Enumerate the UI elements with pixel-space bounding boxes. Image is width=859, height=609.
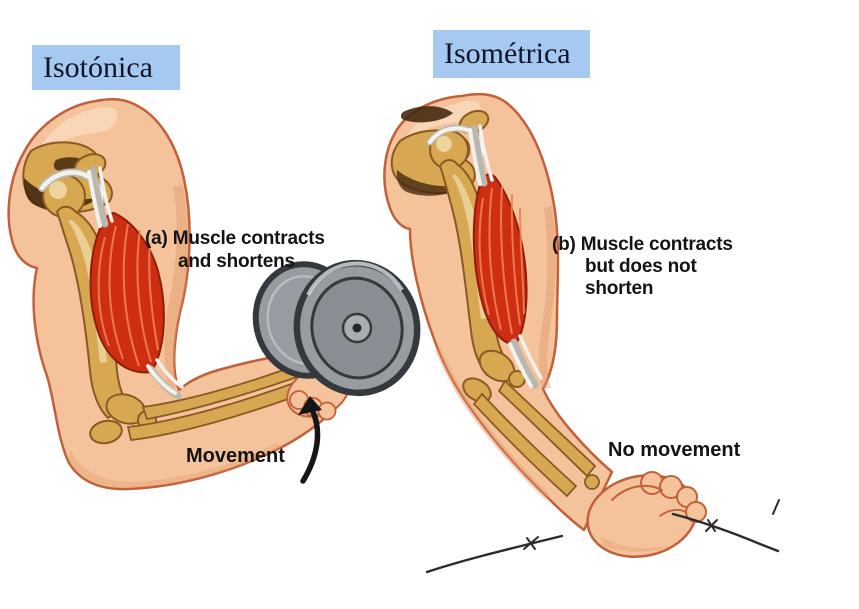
dumbbell (252, 259, 421, 397)
isotonic-skin-highlight (34, 106, 118, 158)
isometric-caption-line-1: (b) Muscle contracts (552, 234, 733, 255)
isometric-humeral-head-highlight (436, 136, 452, 152)
resistance-wire-left (425, 534, 564, 574)
isotonic-skin-shade-forearm (69, 442, 281, 489)
isotonic-upper-tendon (87, 166, 114, 228)
isotonic-caption-line-1: (a) Muscle contracts (145, 228, 325, 249)
isotonic-skin-shade-inner (164, 186, 189, 388)
isometric-skin-shade-inner (538, 206, 556, 388)
isotonic-biceps-muscle (89, 211, 165, 374)
isometric-biceps-muscle (472, 173, 528, 347)
isotonic-olecranon (89, 419, 123, 445)
isometric-skin-shade-forearm (435, 346, 550, 500)
isometric-lower-tendon (508, 334, 543, 389)
isometric-caption-line-2: but does not (585, 256, 697, 277)
isometric-forearm-bones (472, 379, 600, 498)
isotonic-arm-illustration (7, 98, 421, 491)
resistance-wire-right (671, 499, 780, 553)
dumbbell-axle-hole (352, 323, 362, 333)
isotonic-lower-tendon (146, 358, 184, 400)
isometric-caption-line-3: shorten (585, 278, 654, 299)
no-movement-label: No movement (608, 439, 741, 461)
isometric-fist (586, 471, 707, 559)
isometric-skin-highlight (403, 100, 481, 142)
isometric-upper-tendon (468, 124, 494, 187)
isometric-arm-illustration (383, 92, 780, 574)
isometric-caption: (b) Muscle contracts but does not shorte… (552, 234, 733, 300)
isotonic-title-label: Isotónica (32, 45, 180, 90)
isotonic-humeral-head-highlight (49, 181, 67, 199)
isotonic-caption-line-2: and shortens (178, 251, 295, 272)
isotonic-caption: (a) Muscle contracts and shortens (145, 227, 325, 273)
isometric-title-label: Isométrica (433, 30, 590, 78)
movement-up-arrow-icon (298, 396, 322, 484)
movement-label: Movement (186, 445, 285, 467)
